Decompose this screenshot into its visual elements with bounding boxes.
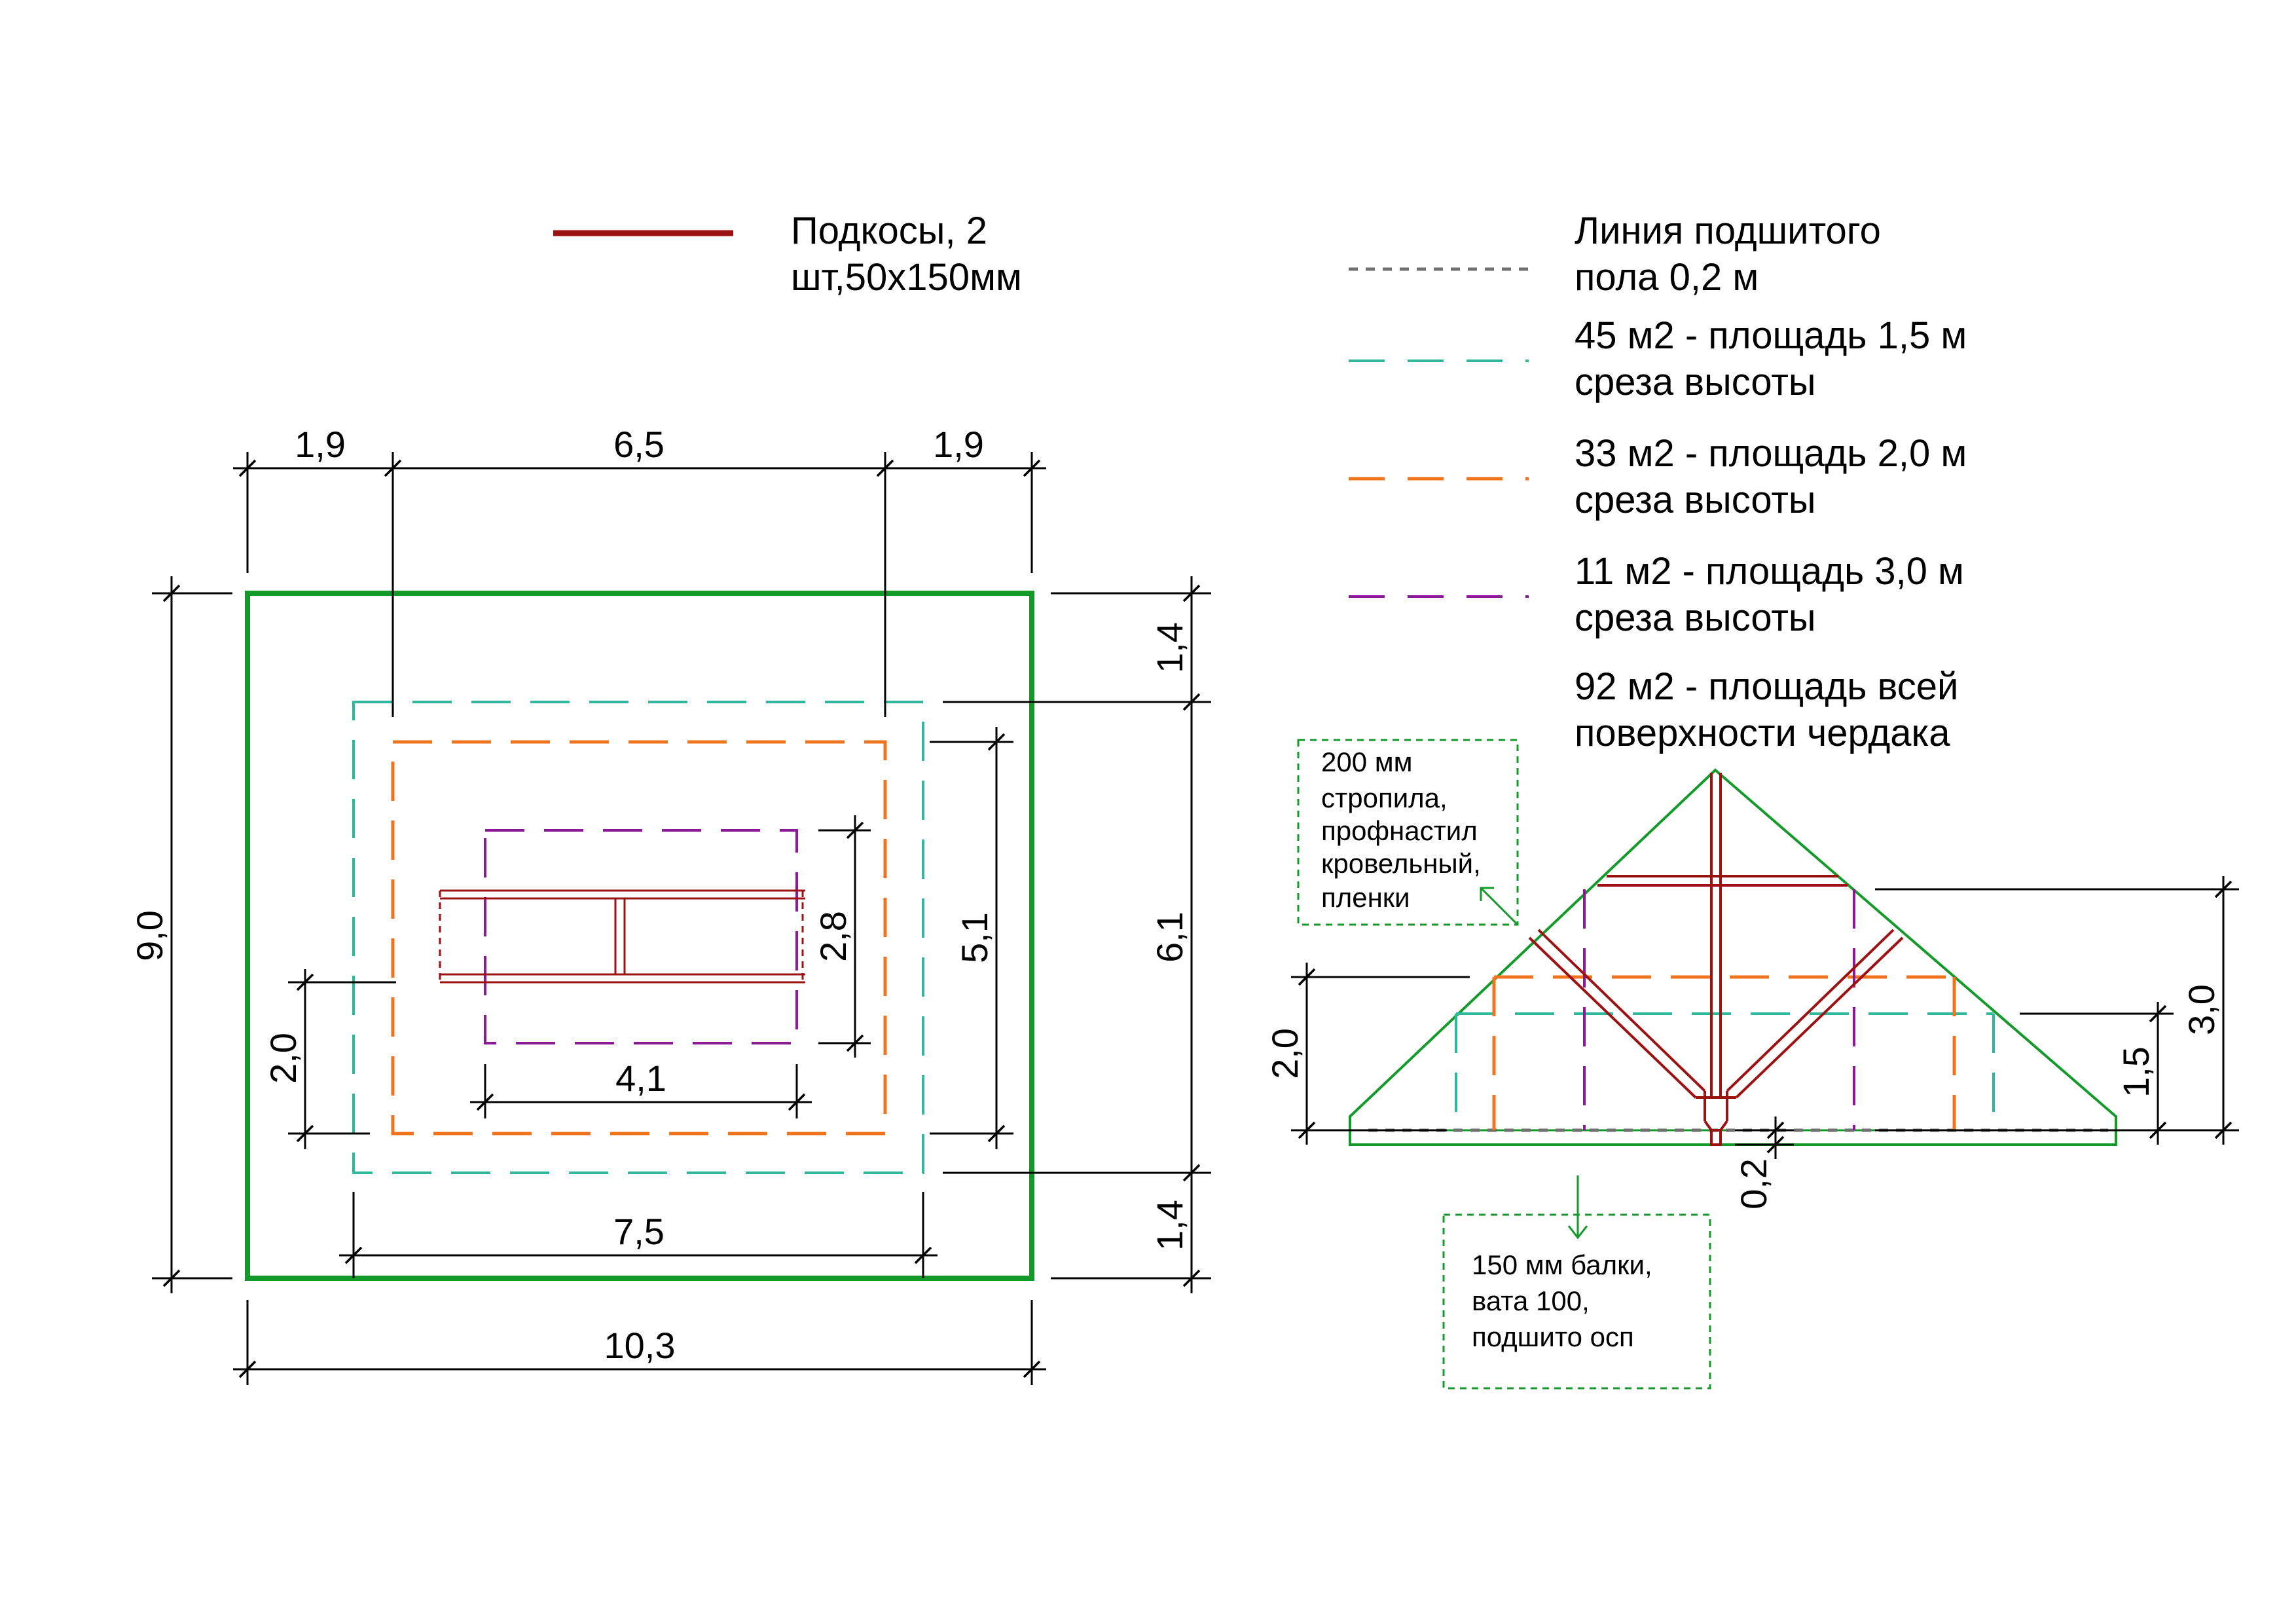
plan-dim-orange-height-label: 5,1 xyxy=(954,912,995,963)
note-roof-line-5: пленки xyxy=(1321,882,1410,913)
plan-dim-left-small-label: 2,0 xyxy=(263,1033,304,1084)
note-floor-line-1: 150 мм балки, xyxy=(1472,1249,1652,1280)
plan-area-30 xyxy=(484,829,798,1044)
plan-dim-left: 9,0 xyxy=(129,576,232,1293)
plan-dim-left-total: 9,0 xyxy=(129,910,170,961)
legend-total-label-2: поверхности чердака xyxy=(1575,712,1950,754)
section-note-roof: 200 мм стропила, профнастил кровельный, … xyxy=(1297,739,1519,926)
legend-area-15-label-1: 45 м2 - площадь 1,5 м xyxy=(1575,314,1967,357)
legend-area-20-label-2: среза высоты xyxy=(1575,479,1816,521)
plan-dim-right: 1,4 6,1 1,4 xyxy=(943,576,1211,1293)
plan-dim-left-small: 2,0 xyxy=(263,969,396,1149)
plan-area-15 xyxy=(352,701,924,1174)
plan-dim-top-mid: 6,5 xyxy=(613,424,665,465)
legend-area-30-label-2: среза высоты xyxy=(1575,597,1816,639)
plan-view: 1,9 6,5 1,9 9,0 1,4 6,1 1,4 xyxy=(129,424,1211,1385)
section-note-floor: 150 мм балки, вата 100, подшито осп xyxy=(1442,1175,1711,1390)
section-dim-floor: 0,2 xyxy=(1733,1116,1794,1209)
note-roof-line-1: 200 мм xyxy=(1321,747,1413,777)
plan-dim-purple-height: 2,8 xyxy=(812,815,871,1058)
section-dim-right: 1,5 3,0 xyxy=(1875,876,2239,1145)
plan-dim-teal-width: 7,5 xyxy=(339,1192,938,1278)
plan-dim-right-bottom: 1,4 xyxy=(1149,1200,1190,1251)
plan-dim-bottom: 10,3 xyxy=(233,1300,1046,1385)
legend-floor-label-1: Линия подшитого xyxy=(1575,210,1881,252)
plan-braces xyxy=(439,889,805,984)
note-roof-line-4: кровельный, xyxy=(1321,848,1481,879)
plan-dim-purple-width: 4,1 xyxy=(470,1058,812,1118)
note-floor-line-2: вата 100, xyxy=(1472,1285,1590,1316)
plan-area-20 xyxy=(391,740,887,1135)
section-braces xyxy=(1528,773,1904,1146)
plan-dim-teal-width-label: 7,5 xyxy=(613,1211,665,1252)
plan-dim-top-right: 1,9 xyxy=(933,424,984,465)
section-dim-left-label: 2,0 xyxy=(1264,1028,1305,1079)
legend: Подкосы, 2 шт,50х150мм Линия подшитого п… xyxy=(553,210,1967,754)
legend-area-30-label-1: 11 м2 - площадь 3,0 м xyxy=(1575,550,1964,593)
note-roof-arrow xyxy=(1480,887,1519,926)
legend-area-15-label-2: среза высоты xyxy=(1575,361,1816,403)
legend-floor-label-2: пола 0,2 м xyxy=(1575,256,1758,299)
legend-area-20-label-1: 33 м2 - площадь 2,0 м xyxy=(1575,432,1967,475)
plan-dim-right-mid: 6,1 xyxy=(1149,912,1190,963)
section-dim-right-15-label: 1,5 xyxy=(2115,1046,2157,1098)
plan-dim-top: 1,9 6,5 1,9 xyxy=(233,424,1046,717)
legend-braces-label-1: Подкосы, 2 xyxy=(791,210,987,252)
section-level-20 xyxy=(1492,975,1956,1130)
note-floor-arrow xyxy=(1567,1175,1588,1240)
legend-braces-label-2: шт,50х150мм xyxy=(791,256,1022,299)
plan-dim-orange-height: 5,1 xyxy=(930,727,1013,1149)
section-level-15 xyxy=(1455,1012,1995,1130)
section-level-30 xyxy=(1583,889,1855,1130)
note-roof-line-3: профнастил xyxy=(1321,815,1478,846)
plan-dim-top-left: 1,9 xyxy=(295,424,346,465)
section-roof-outline xyxy=(1349,768,2117,1146)
plan-dim-right-top: 1,4 xyxy=(1149,622,1190,673)
section-dim-floor-label: 0,2 xyxy=(1733,1158,1774,1209)
plan-outline xyxy=(245,591,1034,1281)
section-dim-right-30-label: 3,0 xyxy=(2181,984,2222,1035)
plan-dim-purple-width-label: 4,1 xyxy=(615,1058,666,1099)
legend-total-label-1: 92 м2 - площадь всей xyxy=(1575,665,1958,708)
plan-dim-purple-height-label: 2,8 xyxy=(812,911,854,962)
note-floor-line-3: подшито осп xyxy=(1472,1321,1634,1352)
section-view: 2,0 1,5 3,0 0,2 200 мм xyxy=(1264,739,2239,1390)
plan-dim-bottom-total: 10,3 xyxy=(604,1325,676,1366)
note-roof-line-2: стропила, xyxy=(1321,783,1448,813)
section-dim-left: 2,0 xyxy=(1264,963,1470,1145)
